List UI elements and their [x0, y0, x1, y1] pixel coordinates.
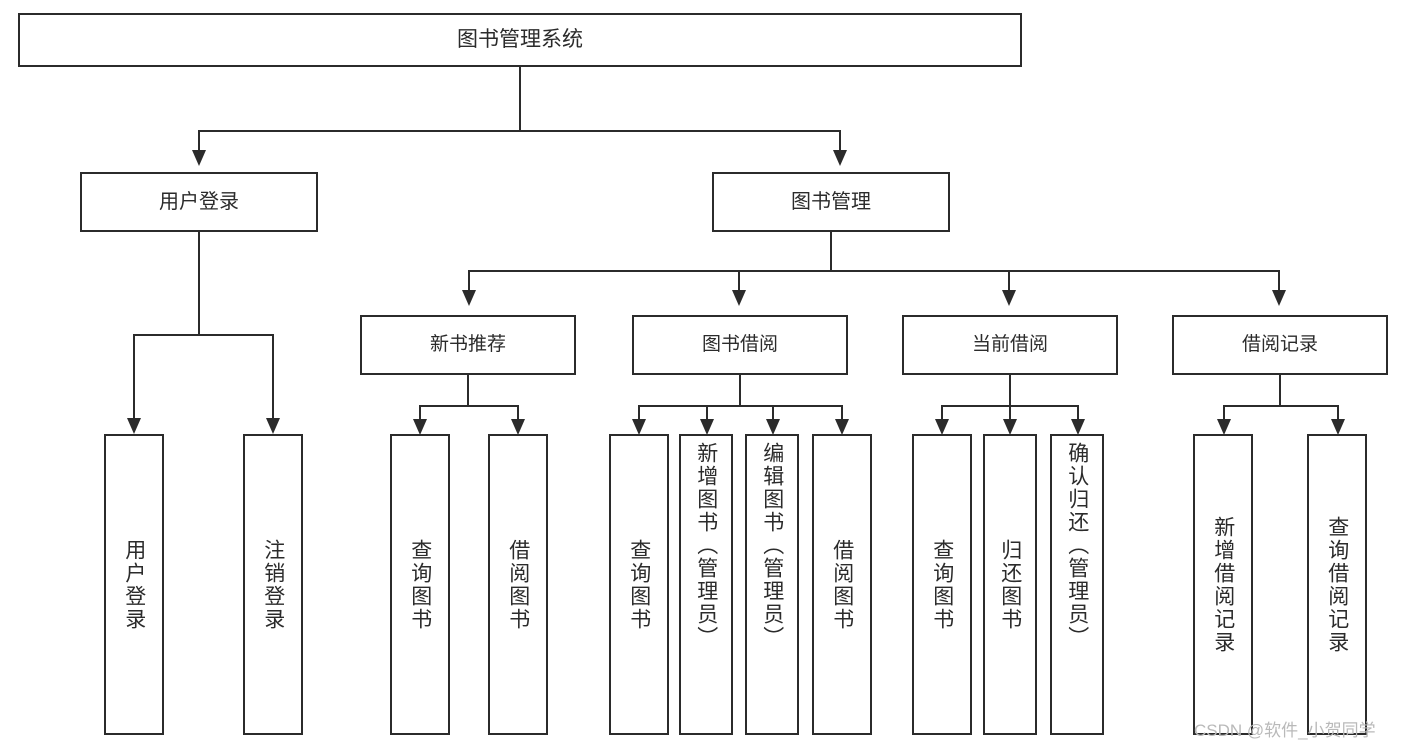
arrow-borrow-l2: [700, 419, 714, 435]
node-label: 归还图书: [998, 538, 1022, 631]
node-label: 图书借阅: [701, 334, 778, 356]
connector-records-stem: [1279, 375, 1281, 407]
leaf-confirm-return-admin[interactable]: 确认归还（管理员）: [1050, 434, 1104, 735]
leaf-query-book-borrow[interactable]: 查询图书: [609, 434, 669, 735]
node-label: 确认归还（管理员）: [1065, 442, 1089, 649]
connector-bookmgmt-c4: [1278, 270, 1280, 292]
arrow-current-l1: [935, 419, 949, 435]
leaf-return-book[interactable]: 归还图书: [983, 434, 1037, 735]
arrow-current-l2: [1003, 419, 1017, 435]
connector-current-l1: [941, 405, 943, 421]
arrow-borrow-l4: [835, 419, 849, 435]
leaf-borrow-book[interactable]: 借阅图书: [812, 434, 872, 735]
connector-records-l2: [1337, 405, 1339, 421]
node-label: 查询借阅记录: [1325, 515, 1349, 654]
connector-bookmgmt-c3: [1008, 270, 1010, 292]
connector-newbook-l1: [419, 405, 421, 421]
node-label: 查询图书: [930, 538, 954, 631]
leaf-query-borrow-record[interactable]: 查询借阅记录: [1307, 434, 1367, 735]
arrow-bookmgmt-to-current: [1002, 290, 1016, 306]
connector-bookmgmt-c2: [738, 270, 740, 292]
leaf-query-book-current[interactable]: 查询图书: [912, 434, 972, 735]
node-root-system[interactable]: 图书管理系统: [18, 13, 1022, 67]
csdn-watermark: CSDN @软件_小贺同学: [1194, 721, 1376, 740]
node-label: 查询图书: [408, 538, 432, 631]
arrow-bookmgmt-to-records: [1272, 290, 1286, 306]
arrow-bookmgmt-to-borrow: [732, 290, 746, 306]
node-label: 新增图书（管理员）: [694, 442, 718, 649]
connector-root-stem: [519, 67, 521, 131]
node-label: 编辑图书（管理员）: [760, 442, 784, 649]
connector-userlogin-stem: [198, 232, 200, 336]
connector-borrow-l3: [772, 405, 774, 421]
node-label: 图书管理系统: [457, 28, 583, 52]
arrow-bookmgmt-to-newbook: [462, 290, 476, 306]
connector-borrow-l2: [706, 405, 708, 421]
connector-newbook-bar: [419, 405, 518, 407]
connector-root-to-bookmgmt: [839, 130, 841, 152]
node-book-borrow[interactable]: 图书借阅: [632, 315, 848, 375]
node-book-management[interactable]: 图书管理: [712, 172, 950, 232]
leaf-edit-book-admin[interactable]: 编辑图书（管理员）: [745, 434, 799, 735]
arrow-newbook-l1: [413, 419, 427, 435]
connector-current-stem: [1009, 375, 1011, 407]
node-user-login[interactable]: 用户登录: [80, 172, 318, 232]
arrow-userlogin-leaf1: [127, 418, 141, 434]
arrow-current-l3: [1071, 419, 1085, 435]
connector-bookmgmt-c1: [468, 270, 470, 292]
arrow-borrow-l3: [766, 419, 780, 435]
arrow-root-to-userlogin: [192, 150, 206, 166]
arrow-root-to-bookmgmt: [833, 150, 847, 166]
arrow-userlogin-leaf2: [266, 418, 280, 434]
node-label: 用户登录: [159, 190, 239, 213]
connector-userlogin-bar: [133, 334, 274, 336]
arrow-records-l1: [1217, 419, 1231, 435]
arrow-borrow-l1: [632, 419, 646, 435]
connector-borrow-l4: [841, 405, 843, 421]
leaf-user-login[interactable]: 用户登录: [104, 434, 164, 735]
node-label: 当前借阅: [971, 334, 1048, 356]
node-label: 借阅图书: [506, 538, 530, 631]
node-borrow-records[interactable]: 借阅记录: [1172, 315, 1388, 375]
leaf-borrow-book-recommend[interactable]: 借阅图书: [488, 434, 548, 735]
connector-borrow-stem: [739, 375, 741, 407]
node-label: 新增借阅记录: [1211, 515, 1235, 654]
connector-current-l2: [1009, 405, 1011, 421]
connector-newbook-l2: [517, 405, 519, 421]
node-label: 图书管理: [791, 190, 871, 213]
leaf-query-book-recommend[interactable]: 查询图书: [390, 434, 450, 735]
node-current-borrow[interactable]: 当前借阅: [902, 315, 1118, 375]
node-label: 注销登录: [261, 538, 285, 631]
connector-records-bar: [1223, 405, 1337, 407]
node-new-book-recommend[interactable]: 新书推荐: [360, 315, 576, 375]
connector-borrow-bar: [638, 405, 841, 407]
connector-records-l1: [1223, 405, 1225, 421]
connector-borrow-l1: [638, 405, 640, 421]
connector-bookmgmt-stem: [830, 232, 832, 272]
connector-newbook-stem: [467, 375, 469, 407]
arrow-newbook-l2: [511, 419, 525, 435]
leaf-logout[interactable]: 注销登录: [243, 434, 303, 735]
connector-userlogin-leaf1: [133, 334, 135, 420]
leaf-add-borrow-record[interactable]: 新增借阅记录: [1193, 434, 1253, 735]
connector-current-l3: [1077, 405, 1079, 421]
connector-userlogin-leaf2: [272, 334, 274, 420]
arrow-records-l2: [1331, 419, 1345, 435]
node-label: 新书推荐: [429, 334, 506, 356]
node-label: 查询图书: [627, 538, 651, 631]
connector-bookmgmt-bar: [468, 270, 1280, 272]
node-label: 借阅记录: [1241, 334, 1318, 356]
connector-root-bar: [198, 130, 841, 132]
leaf-add-book-admin[interactable]: 新增图书（管理员）: [679, 434, 733, 735]
connector-root-to-userlogin: [198, 130, 200, 152]
node-label: 借阅图书: [830, 538, 854, 631]
node-label: 用户登录: [122, 538, 146, 631]
